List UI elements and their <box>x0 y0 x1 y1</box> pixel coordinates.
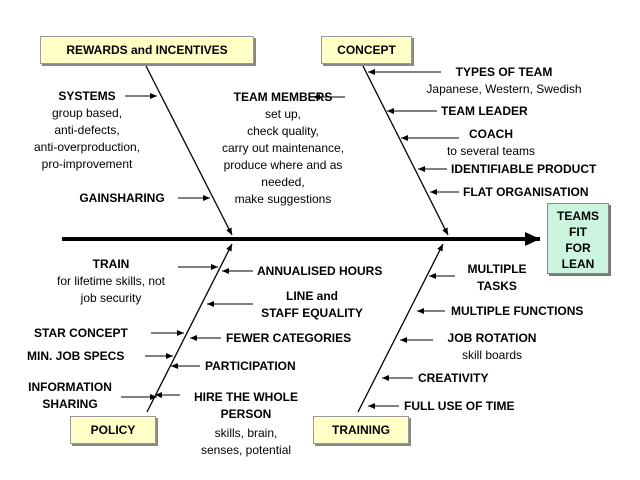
team-leader-label: TEAM LEADER <box>441 104 528 118</box>
category-rewards-label: REWARDS and INCENTIVES <box>66 43 228 57</box>
category-rewards-box: REWARDS and INCENTIVES <box>40 36 254 64</box>
bone-policy <box>146 243 233 413</box>
hire-whole-person-title: HIRE THE WHOLE <box>194 390 298 404</box>
information-sharing-label: INFORMATION <box>28 380 112 394</box>
participation-label: PARTICIPATION <box>205 359 296 373</box>
annualised-hours-label: ANNUALISED HOURS <box>257 264 383 278</box>
multiple-functions-label: MULTIPLE FUNCTIONS <box>451 304 584 318</box>
team-members-detail: carry out maintenance, <box>221 141 345 155</box>
systems-detail: anti-defects, <box>54 123 120 137</box>
coach-detail: to several teams <box>446 144 536 158</box>
types-of-team-title: TYPES OF TEAM <box>455 65 553 79</box>
goal-box: TEAMS FIT FOR LEAN <box>547 203 609 274</box>
min-job-specs-label: MIN. JOB SPECS <box>27 349 125 363</box>
bone-training <box>357 243 444 413</box>
category-training-label: TRAINING <box>332 423 390 437</box>
creativity-label: CREATIVITY <box>418 371 489 385</box>
bone-concept <box>362 65 449 236</box>
team-members-detail: produce where and as <box>223 158 343 172</box>
systems-detail: pro-improvement <box>41 157 133 171</box>
team-members-detail: make suggestions <box>234 192 332 206</box>
goal-line: TEAMS <box>557 209 599 223</box>
star-concept-label: STAR CONCEPT <box>34 326 128 340</box>
coach-title: COACH <box>469 127 513 141</box>
hire-whole-person-detail: senses, potential <box>200 443 292 457</box>
goal-line: FIT <box>569 225 587 239</box>
hire-whole-person-detail: skills, brain, <box>214 426 278 440</box>
flat-organisation-label: FLAT ORGANISATION <box>463 185 589 199</box>
gainsharing-label: GAINSHARING <box>79 191 165 205</box>
full-use-of-time-label: FULL USE OF TIME <box>404 399 515 413</box>
team-members-detail: check quality, <box>247 124 319 138</box>
systems-detail: anti-overproduction, <box>33 140 141 154</box>
train-detail: for lifetime skills, not <box>56 274 166 288</box>
job-rotation-title: JOB ROTATION <box>447 331 537 345</box>
goal-line: LEAN <box>561 257 595 271</box>
category-concept-label: CONCEPT <box>337 43 396 57</box>
category-training-box: TRAINING <box>313 416 409 444</box>
multiple-tasks-label: MULTIPLE <box>467 262 527 276</box>
multiple-tasks-label: TASKS <box>477 279 517 293</box>
information-sharing-label: SHARING <box>42 397 98 411</box>
goal-line: FOR <box>565 241 591 255</box>
types-of-team-detail: Japanese, Western, Swedish <box>426 82 582 96</box>
bone-rewards <box>145 65 233 236</box>
category-concept-box: CONCEPT <box>321 36 412 64</box>
systems-detail: group based, <box>51 106 123 120</box>
systems-title: SYSTEMS <box>58 89 116 103</box>
identifiable-product-label: IDENTIFIABLE PRODUCT <box>451 162 597 176</box>
train-detail: job security <box>80 291 142 305</box>
line-staff-label: LINE and <box>285 289 339 303</box>
job-rotation-detail: skill boards <box>461 348 523 362</box>
train-title: TRAIN <box>92 257 130 271</box>
fewer-categories-label: FEWER CATEGORIES <box>226 331 352 345</box>
team-members-detail: needed, <box>261 175 305 189</box>
category-policy-label: POLICY <box>90 423 136 437</box>
hire-whole-person-title: PERSON <box>220 407 272 421</box>
line-staff-label: STAFF EQUALITY <box>261 306 363 320</box>
team-members-title: TEAM MEMBERS <box>233 90 333 104</box>
category-policy-box: POLICY <box>70 416 156 444</box>
team-members-detail: set up, <box>264 107 302 121</box>
